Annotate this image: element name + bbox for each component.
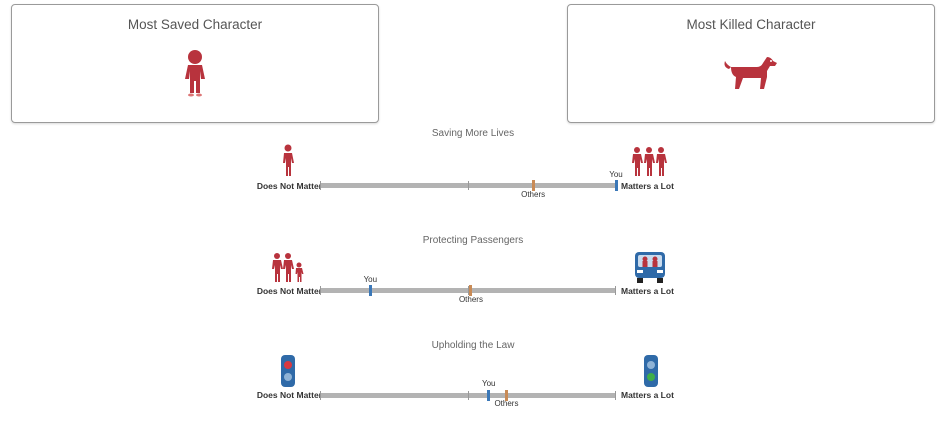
you-marker [487, 390, 491, 401]
scale-tick-right [615, 286, 616, 295]
scale-title-saving-more-lives: Saving More Lives [431, 128, 515, 139]
pedestrians-icon [271, 252, 305, 289]
others-label: Others [458, 295, 483, 304]
car-passengers-icon [634, 250, 666, 289]
you-label: You [481, 379, 496, 388]
most-killed-character-card: Most Killed Character [567, 4, 935, 123]
red-dog-icon [723, 55, 779, 96]
scale-left-label: Does Not Matter [256, 286, 322, 296]
scale-tick-left [320, 286, 321, 295]
you-marker [614, 180, 618, 191]
you-marker [368, 285, 372, 296]
others-marker [504, 390, 508, 401]
scale-right-label: Matters a Lot [621, 390, 674, 400]
most-saved-character-title: Most Saved Character [127, 17, 263, 32]
most-saved-character-card: Most Saved Character [11, 4, 379, 123]
group-of-people-icon [631, 146, 667, 183]
others-label: Others [521, 190, 546, 199]
scale-title-protecting-passengers: Protecting Passengers [422, 235, 524, 246]
others-label: Others [494, 399, 519, 408]
you-label: You [609, 170, 623, 179]
scale-right-label: Matters a Lot [621, 181, 674, 191]
scale-left-label: Does Not Matter [256, 390, 322, 400]
red-traffic-light-icon [280, 354, 296, 393]
scale-tick-middle [468, 181, 469, 190]
scale-tick-middle [468, 391, 469, 400]
scale-tick-left [320, 391, 321, 400]
single-person-icon [281, 144, 295, 183]
scale-tick-left [320, 181, 321, 190]
scale-title-upholding-the-law: Upholding the Law [431, 340, 515, 351]
you-label: You [363, 275, 378, 284]
others-marker [531, 180, 535, 191]
scale-tick-middle [468, 286, 469, 295]
others-marker [469, 285, 473, 296]
scale-right-label: Matters a Lot [621, 286, 674, 296]
scale-tick-right [615, 391, 616, 400]
most-killed-character-title: Most Killed Character [686, 17, 816, 32]
red-person-icon [181, 49, 209, 102]
green-traffic-light-icon [643, 354, 659, 393]
scale-left-label: Does Not Matter [256, 181, 322, 191]
